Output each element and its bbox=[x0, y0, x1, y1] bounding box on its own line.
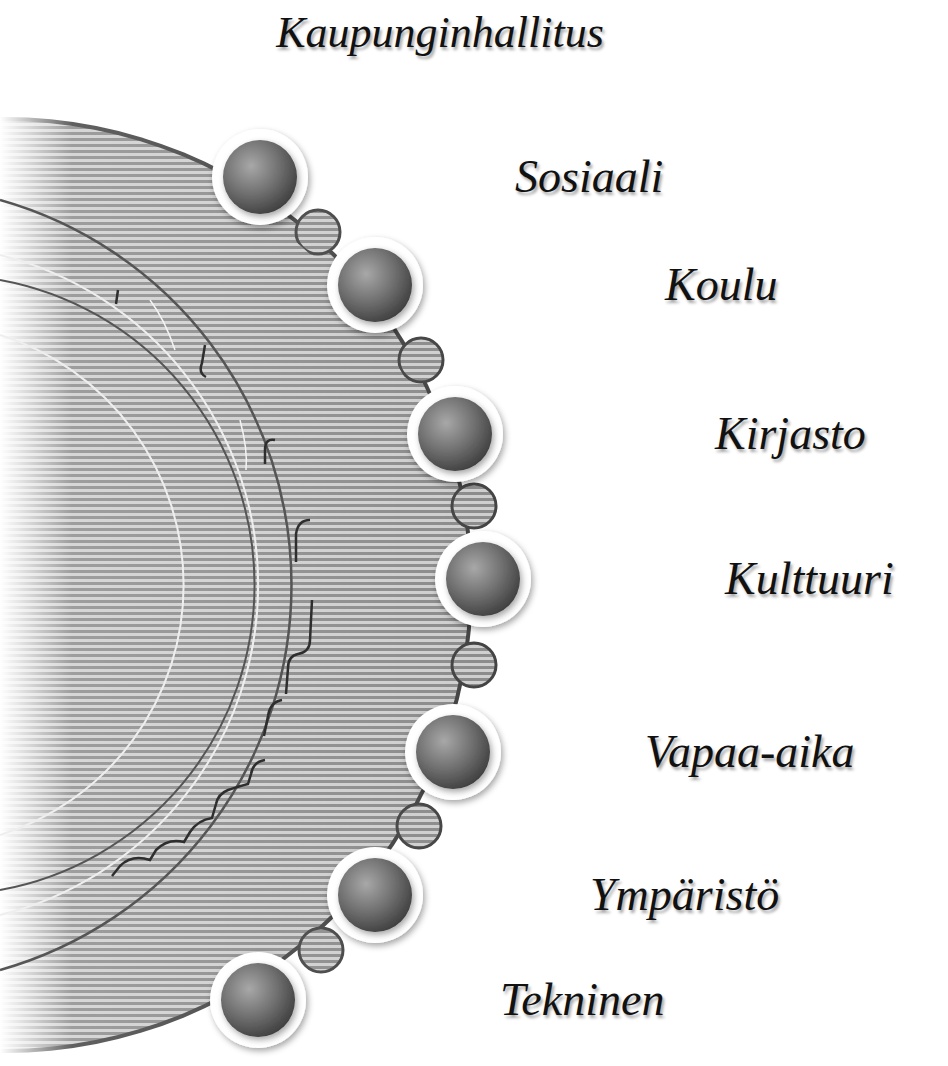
part-label: Ympäristö bbox=[590, 869, 779, 922]
part-label: Vapaa-aika bbox=[645, 726, 855, 779]
gear-fade bbox=[0, 100, 480, 1066]
gear-arcs bbox=[0, 200, 291, 970]
part-label: Tekninen bbox=[500, 974, 664, 1027]
gear-body bbox=[0, 100, 496, 1066]
part-label: Kirjasto bbox=[715, 408, 866, 461]
part-label: Sosiaali bbox=[515, 151, 663, 204]
gear-highlight bbox=[150, 300, 246, 470]
part-label: Kulttuuri bbox=[725, 553, 894, 606]
knobs bbox=[210, 129, 531, 1048]
diagram-title: Kaupunginhallitus bbox=[276, 8, 604, 59]
gear-crack-line bbox=[112, 290, 312, 876]
part-label: Koulu bbox=[665, 259, 777, 312]
